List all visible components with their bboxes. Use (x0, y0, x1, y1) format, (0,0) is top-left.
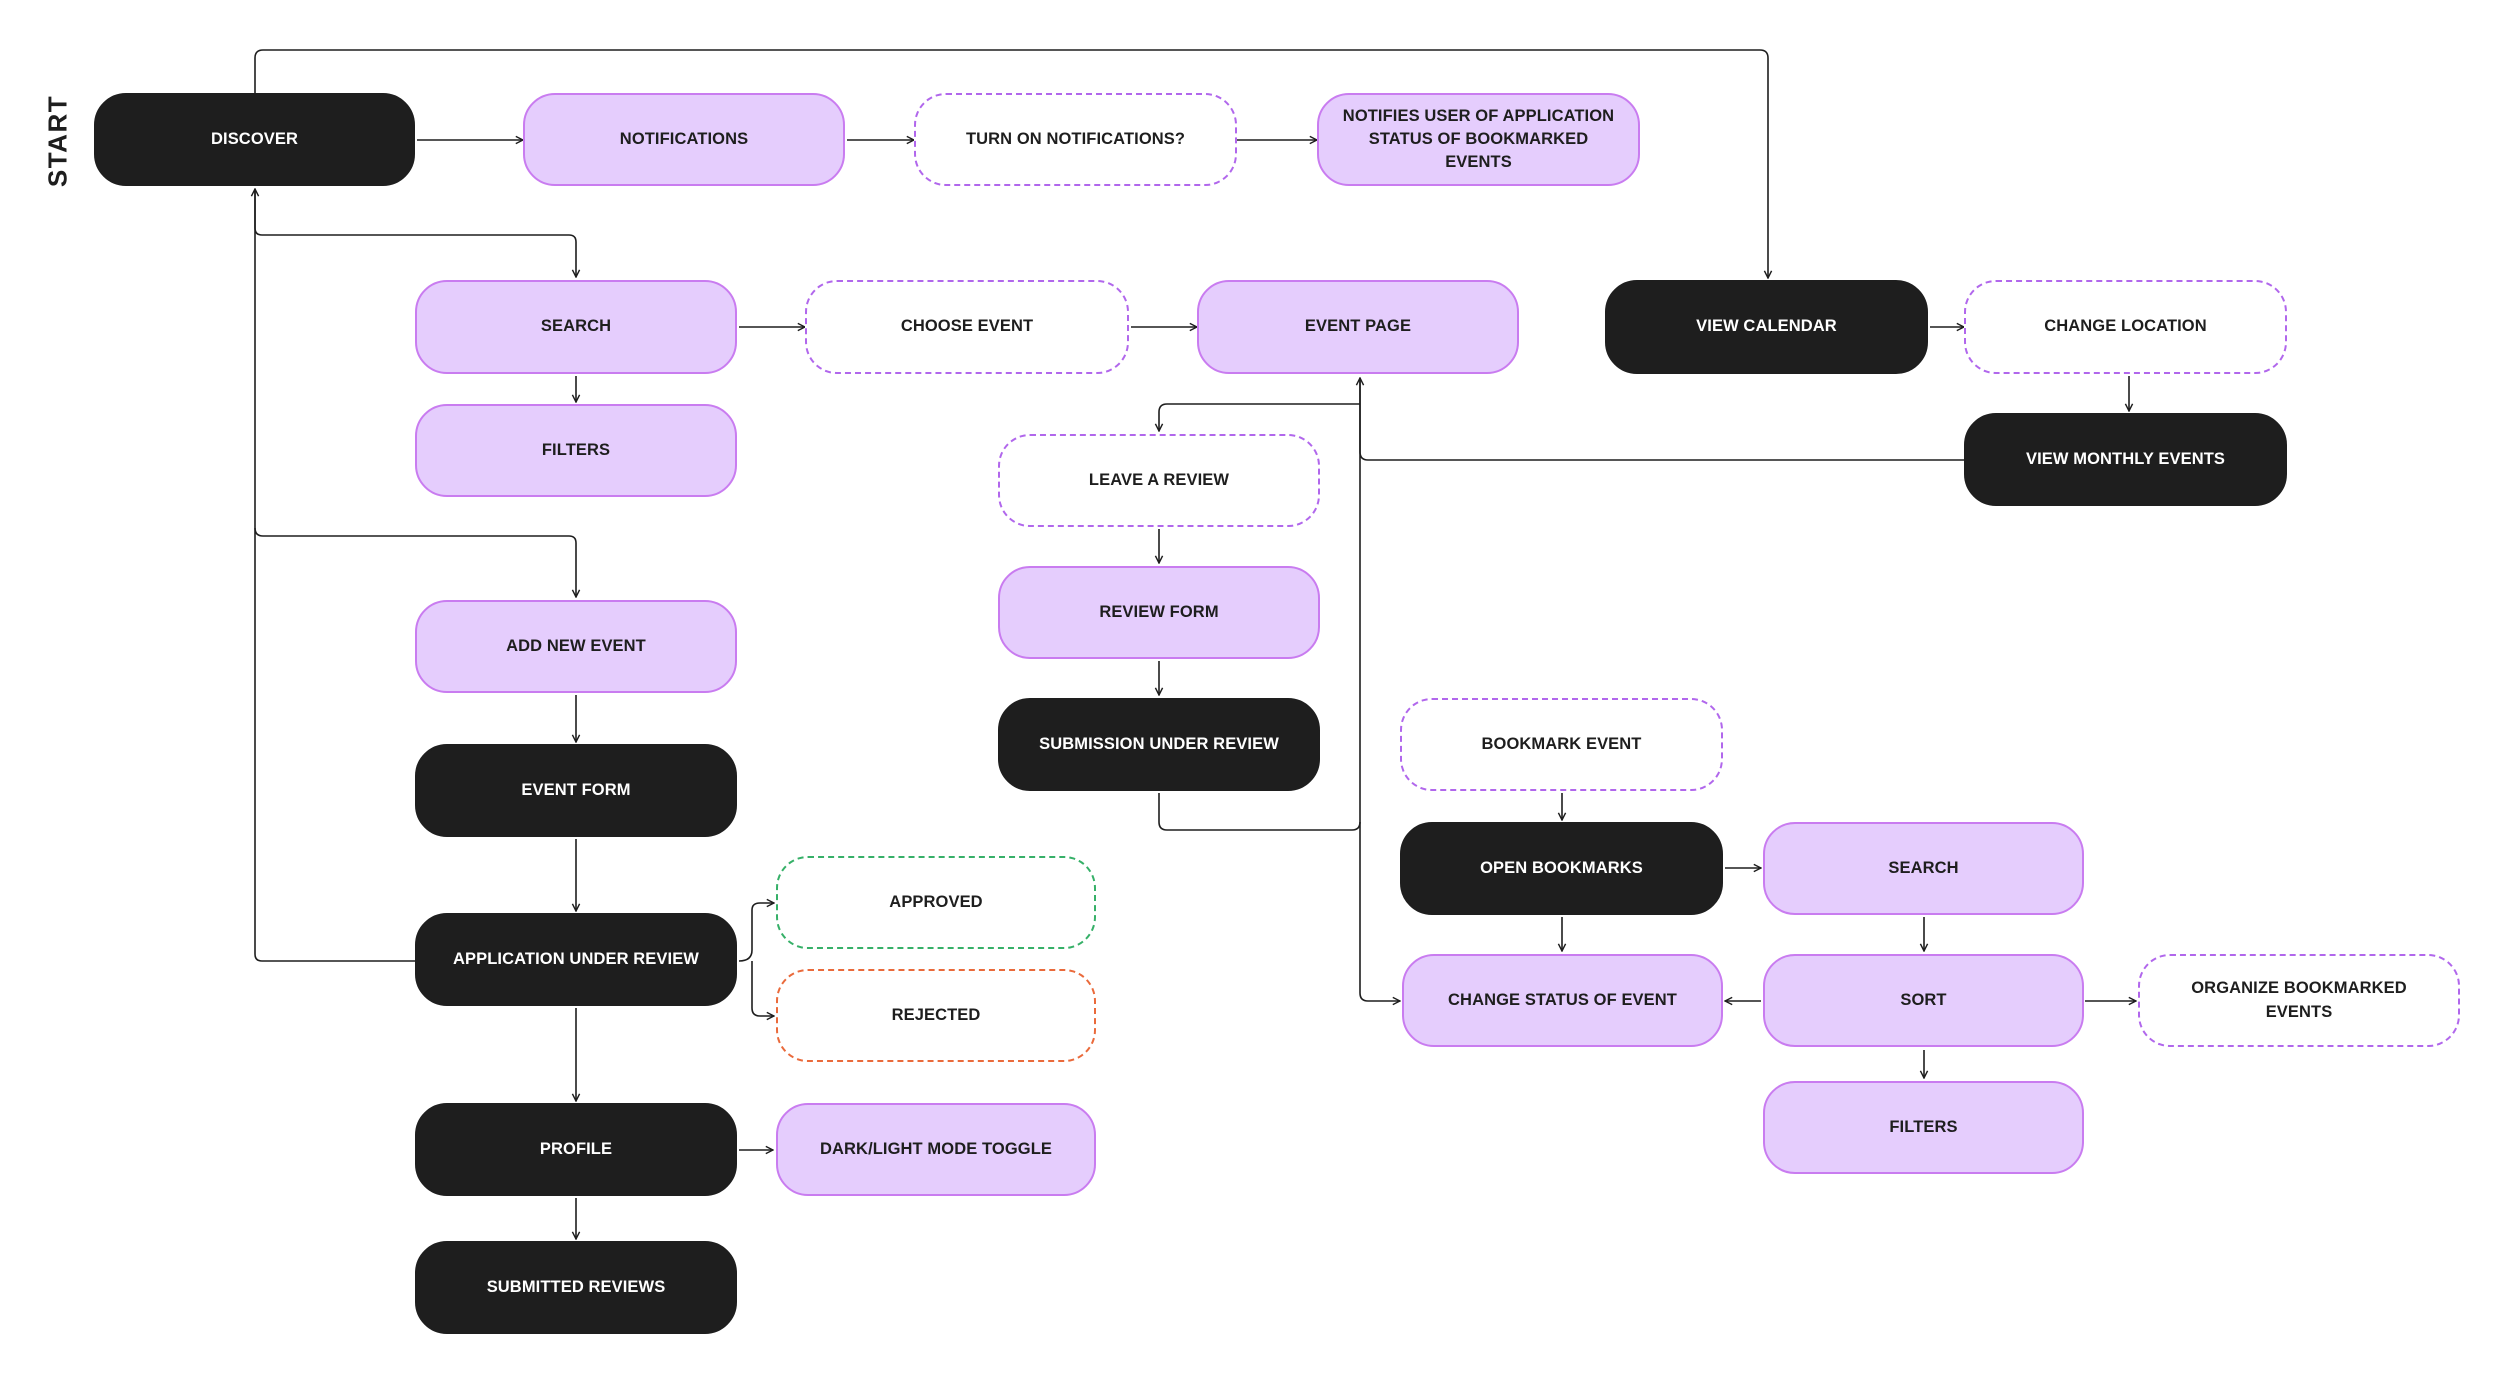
node-profile[interactable]: PROFILE (415, 1103, 737, 1196)
node-submission-under-review[interactable]: SUBMISSION UNDER REVIEW (998, 698, 1320, 791)
node-filters[interactable]: FILTERS (415, 404, 737, 497)
node-label: SORT (1900, 990, 1947, 1009)
arrow-aur-approved (738, 903, 774, 962)
node-rejected[interactable]: REJECTED (776, 969, 1096, 1062)
node-label: LEAVE A REVIEW (1088, 470, 1230, 489)
node-choose-event[interactable]: CHOOSE EVENT (805, 280, 1129, 374)
node-organize-bookmarked-events[interactable]: ORGANIZE BOOKMARKED EVENTS (2138, 954, 2460, 1047)
node-turn-on-notifications[interactable]: TURN ON NOTIFICATIONS? (914, 93, 1237, 186)
node-label: ORGANIZE BOOKMARKED EVENTS (2191, 979, 2407, 1021)
node-label: SEARCH (540, 317, 612, 336)
node-label: CHANGE STATUS OF EVENT (1448, 990, 1677, 1009)
node-label: EVENT PAGE (1304, 317, 1412, 336)
node-label: APPLICATION UNDER REVIEW (453, 949, 699, 968)
node-view-monthly-events[interactable]: VIEW MONTHLY EVENTS (1964, 413, 2287, 506)
node-label: VIEW MONTHLY EVENTS (2025, 449, 2225, 468)
node-label: DISCOVER (211, 129, 298, 148)
node-event-page[interactable]: EVENT PAGE (1197, 280, 1519, 374)
node-dark-light-toggle[interactable]: DARK/LIGHT MODE TOGGLE (776, 1103, 1096, 1196)
arrow-eventpage-leave-review (1159, 403, 1360, 431)
node-label: REVIEW FORM (1099, 602, 1219, 621)
node-label: CHANGE LOCATION (2044, 317, 2207, 336)
node-event-form[interactable]: EVENT FORM (415, 744, 737, 837)
node-label: PROFILE (539, 1139, 613, 1158)
arrow-discover-view-calendar (254, 49, 1768, 278)
node-bookmark-event[interactable]: BOOKMARK EVENT (1400, 698, 1723, 791)
node-search[interactable]: SEARCH (415, 280, 737, 374)
node-label: EVENT FORM (521, 780, 631, 799)
node-label: SUBMITTED REVIEWS (486, 1277, 666, 1296)
node-label: BOOKMARK EVENT (1481, 734, 1642, 753)
node-label: SUBMISSION UNDER REVIEW (1039, 734, 1279, 753)
node-label: TURN ON NOTIFICATIONS? (965, 129, 1186, 148)
node-notifications[interactable]: NOTIFICATIONS (523, 93, 845, 186)
node-label: SEARCH (1888, 858, 1959, 877)
node-label: FILTERS (541, 440, 611, 459)
node-leave-review[interactable]: LEAVE A REVIEW (998, 434, 1320, 527)
node-bookmarks-search[interactable]: SEARCH (1763, 822, 2084, 915)
node-notifies-user[interactable]: NOTIFIES USER OF APPLICATION STATUS OF B… (1317, 93, 1640, 186)
node-label: DARK/LIGHT MODE TOGGLE (820, 1139, 1052, 1158)
node-label: APPROVED (889, 892, 983, 911)
node-label: NOTIFICATIONS (619, 129, 749, 148)
node-application-under-review[interactable]: APPLICATION UNDER REVIEW (415, 913, 737, 1006)
node-change-status-of-event[interactable]: CHANGE STATUS OF EVENT (1402, 954, 1723, 1047)
node-discover[interactable]: DISCOVER (94, 93, 415, 186)
arrow-monthly-eventpage (1360, 378, 1966, 461)
arrow-aur-discover (255, 189, 415, 962)
arrow-aur-rejected (751, 961, 774, 1016)
arrow-trunk-add-event (254, 527, 576, 597)
node-label: VIEW CALENDAR (1696, 317, 1837, 336)
node-change-location[interactable]: CHANGE LOCATION (1964, 280, 2287, 374)
node-label: FILTERS (1889, 1117, 1958, 1136)
node-label: CHOOSE EVENT (900, 317, 1034, 336)
node-view-calendar[interactable]: VIEW CALENDAR (1605, 280, 1928, 374)
node-label: NOTIFIES USER OF APPLICATION STATUS OF B… (1342, 106, 1615, 172)
node-review-form[interactable]: REVIEW FORM (998, 566, 1320, 659)
node-submitted-reviews[interactable]: SUBMITTED REVIEWS (415, 1241, 737, 1334)
arrow-eventpage-change-status (1359, 378, 1400, 1001)
node-approved[interactable]: APPROVED (776, 856, 1096, 949)
start-label: START (42, 94, 73, 188)
arrow-discover-search-line (254, 189, 576, 277)
node-label: ADD NEW EVENT (506, 636, 646, 655)
node-label: REJECTED (891, 1005, 981, 1024)
node-open-bookmarks[interactable]: OPEN BOOKMARKS (1400, 822, 1723, 915)
node-bookmarks-filters[interactable]: FILTERS (1763, 1081, 2084, 1174)
arrow-discover-search (255, 211, 263, 233)
arrow-submission-eventpage (1158, 793, 1361, 831)
node-sort[interactable]: SORT (1763, 954, 2084, 1047)
node-label: OPEN BOOKMARKS (1480, 858, 1643, 877)
node-add-new-event[interactable]: ADD NEW EVENT (415, 600, 737, 693)
